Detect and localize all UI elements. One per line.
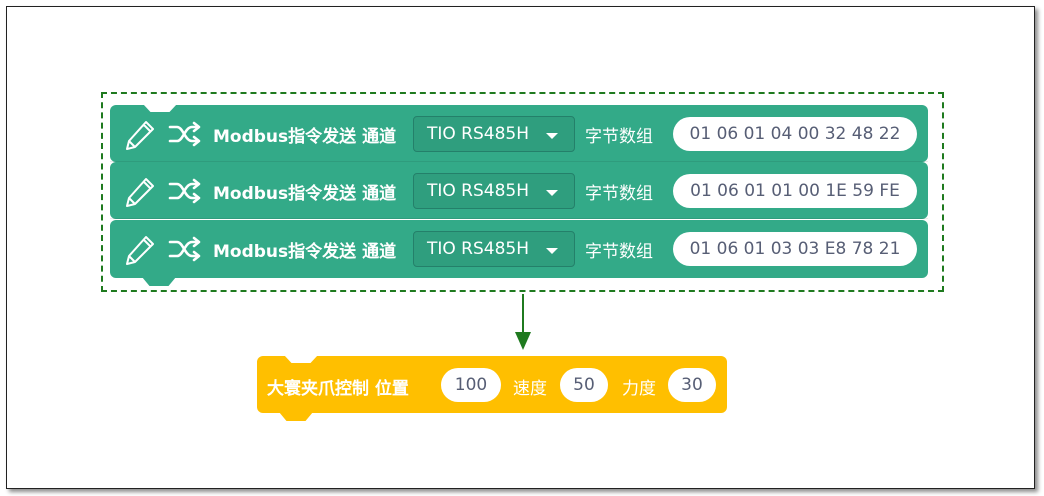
shuffle-icon (168, 121, 201, 147)
block-divider (110, 161, 928, 162)
force-input[interactable]: 30 (668, 368, 716, 402)
bytes-label: 字节数组 (585, 127, 653, 147)
bytes-input[interactable]: 01 06 01 03 03 E8 78 21 (673, 232, 917, 266)
shuffle-icon (168, 236, 201, 262)
block-notch (284, 355, 318, 363)
speed-input[interactable]: 50 (560, 368, 608, 402)
block-tab (142, 277, 176, 286)
channel-dropdown[interactable]: TIO RS485H (413, 173, 575, 209)
channel-dropdown[interactable]: TIO RS485H (413, 116, 575, 152)
channel-value: TIO RS485H (427, 124, 530, 144)
block-divider (110, 218, 928, 219)
bytes-label: 字节数组 (585, 242, 653, 262)
shuffle-icon (168, 178, 201, 204)
modbus-send-block[interactable]: Modbus指令发送 通道 TIO RS485H 字节数组 01 06 01 0… (110, 220, 928, 286)
block-notch (143, 104, 177, 112)
position-input[interactable]: 100 (441, 368, 501, 402)
selection-box (101, 92, 944, 292)
bytes-input[interactable]: 01 06 01 04 00 32 48 22 (673, 117, 917, 151)
gripper-control-block[interactable]: 大寰夹爪控制 位置 100 速度 50 力度 30 (257, 355, 727, 421)
speed-label: 速度 (513, 379, 547, 399)
channel-value: TIO RS485H (427, 181, 530, 201)
channel-value: TIO RS485H (427, 239, 530, 259)
caret-down-icon (546, 190, 558, 196)
caret-down-icon (546, 248, 558, 254)
arrow-shaft (522, 294, 524, 334)
pencil-icon (126, 178, 154, 207)
caret-down-icon (546, 133, 558, 139)
pencil-icon (126, 121, 154, 150)
block-tab (279, 412, 313, 421)
gripper-title: 大寰夹爪控制 位置 (267, 379, 409, 399)
block-label: Modbus指令发送 通道 (213, 127, 397, 147)
block-label: Modbus指令发送 通道 (213, 184, 397, 204)
bytes-input[interactable]: 01 06 01 01 00 1E 59 FE (673, 174, 917, 208)
modbus-send-block[interactable]: Modbus指令发送 通道 TIO RS485H 字节数组 01 06 01 0… (110, 162, 928, 219)
arrow-down-icon (515, 332, 531, 350)
bytes-label: 字节数组 (585, 184, 653, 204)
channel-dropdown[interactable]: TIO RS485H (413, 231, 575, 267)
force-label: 力度 (622, 379, 656, 399)
pencil-icon (126, 236, 154, 265)
modbus-send-block[interactable]: Modbus指令发送 通道 TIO RS485H 字节数组 01 06 01 0… (110, 104, 928, 162)
block-label: Modbus指令发送 通道 (213, 242, 397, 262)
